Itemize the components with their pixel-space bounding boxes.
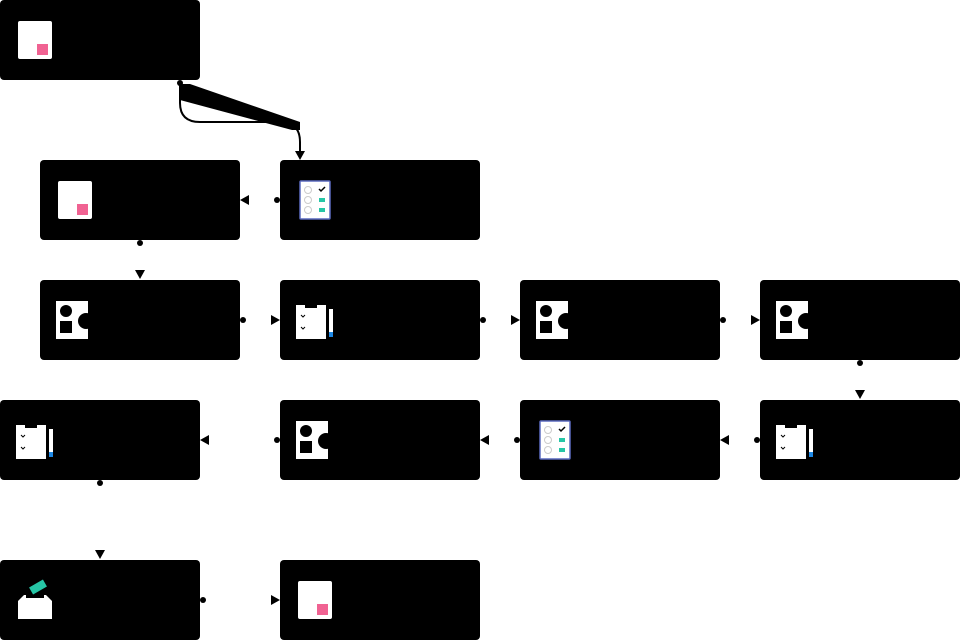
clipboard-icon: [16, 422, 53, 459]
node-n8[interactable]: [760, 400, 960, 480]
node-n10[interactable]: [520, 400, 720, 480]
connector-dot: [857, 360, 863, 366]
checklist-icon: [539, 420, 571, 460]
connector-dot: [240, 317, 246, 323]
shapes-icon: [56, 301, 94, 339]
ribbon-fill: [180, 84, 300, 130]
arrowhead: [95, 550, 105, 559]
node-n13[interactable]: [280, 560, 480, 640]
node-n2[interactable]: [40, 160, 240, 240]
node-n7[interactable]: [760, 280, 960, 360]
node-n1[interactable]: [0, 0, 200, 80]
ballot-box-icon: [18, 579, 52, 619]
connector-dot: [754, 437, 760, 443]
connector-dot: [274, 197, 280, 203]
clipboard-icon: [296, 302, 333, 339]
document-icon: [18, 21, 52, 59]
arrowhead: [240, 195, 249, 205]
arrowhead: [271, 595, 280, 605]
document-icon: [58, 181, 92, 219]
shapes-icon: [776, 301, 814, 339]
connector-dot: [274, 437, 280, 443]
arrowhead: [200, 435, 209, 445]
checklist-icon: [299, 180, 331, 220]
connector-dot: [97, 480, 103, 486]
connector-n1-n3: [179, 83, 301, 152]
node-n12[interactable]: [0, 560, 200, 640]
connector-dot: [137, 240, 143, 246]
connector-dot: [480, 317, 486, 323]
arrowhead: [295, 151, 305, 160]
connector-dot: [200, 597, 206, 603]
shapes-icon: [296, 421, 334, 459]
node-n9[interactable]: [280, 400, 480, 480]
node-n6[interactable]: [520, 280, 720, 360]
node-n3[interactable]: [280, 160, 480, 240]
clipboard-icon: [776, 422, 813, 459]
shapes-icon: [536, 301, 574, 339]
arrowhead: [511, 315, 520, 325]
arrowhead: [271, 315, 280, 325]
arrowhead: [135, 270, 145, 279]
arrowhead: [480, 435, 489, 445]
node-n11[interactable]: [0, 400, 200, 480]
node-n5[interactable]: [280, 280, 480, 360]
connector-dot: [177, 80, 183, 86]
connector-dot: [514, 437, 520, 443]
arrowhead: [855, 390, 865, 399]
arrowhead: [720, 435, 729, 445]
node-n4[interactable]: [40, 280, 240, 360]
arrowhead: [751, 315, 760, 325]
connector-dot: [720, 317, 726, 323]
document-icon: [298, 581, 332, 619]
